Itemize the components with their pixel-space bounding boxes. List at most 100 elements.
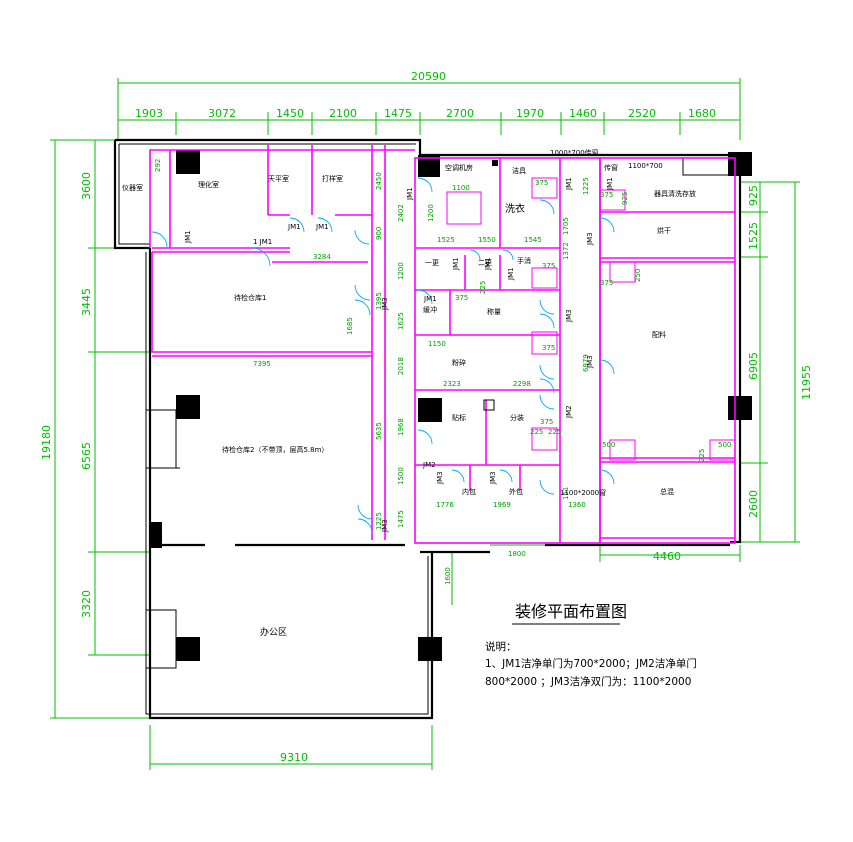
door-jm1-h: JM1 xyxy=(484,257,492,271)
dim-2450: 2450 xyxy=(375,172,383,190)
dim-1600: 1600 xyxy=(444,567,452,585)
door-jm3-c: JM3 xyxy=(565,309,573,323)
room-labels: 仪器室 理化室 天平室 打样室 空调机房 洁具 洗衣 待检仓库1 待检仓库2（不… xyxy=(122,163,696,638)
notes-heading: 说明： xyxy=(485,640,517,653)
dim-225c: 225 xyxy=(479,281,487,294)
door-jm1-g: JM1 xyxy=(452,257,460,271)
room-warehouse2: 待检仓库2（不带顶，层高5.8m） xyxy=(222,445,328,454)
bottom-dimensions: 9310 4460 1800 1600 xyxy=(149,544,741,770)
room-change1: 一更 xyxy=(425,259,439,267)
dim-375e: 375 xyxy=(600,279,613,287)
dim-2100: 2100 xyxy=(329,107,357,120)
dim-6905: 6905 xyxy=(747,352,760,380)
dim-1460: 1460 xyxy=(569,107,597,120)
dim-225b: 225 xyxy=(548,428,561,436)
column-6 xyxy=(728,396,752,420)
room-drying: 烘干 xyxy=(657,226,671,235)
dim-1525: 1525 xyxy=(747,222,760,250)
door-jm1-f: JM1 xyxy=(423,295,437,303)
column-1 xyxy=(176,150,200,174)
dim-1500: 1500 xyxy=(397,467,405,485)
door-jm1-d: 1 JM1 xyxy=(253,238,272,246)
dim-9310: 9310 xyxy=(280,751,308,764)
door-jm2-b: JM2 xyxy=(565,405,573,419)
room-warehouse1: 待检仓库1 xyxy=(234,293,266,302)
notes-line-2: 800*2000 ；JM3洁净双门为：1100*2000 xyxy=(485,675,691,688)
dim-19180: 19180 xyxy=(40,425,53,460)
door-jm3-d: JM3 xyxy=(586,232,594,246)
dim-151: 151 xyxy=(562,487,570,500)
notes-line-1: 1、JM1洁净单门为700*2000；JM2洁净单门 xyxy=(485,657,697,670)
column-5 xyxy=(418,398,442,422)
dim-1800: 1800 xyxy=(508,550,526,558)
room-cosmetic: 理化室 xyxy=(198,180,219,189)
dim-2520: 2520 xyxy=(628,107,656,120)
dim-2018: 2018 xyxy=(397,357,405,375)
room-wash: 洗衣 xyxy=(505,202,525,215)
door-jm1-b: JM1 xyxy=(287,223,301,231)
dim-7395: 7395 xyxy=(253,360,271,368)
door-swings xyxy=(151,177,615,534)
dim-2323: 2323 xyxy=(443,380,461,388)
drawing-notes: 装修平面布置图 说明： 1、JM1洁净单门为700*2000；JM2洁净单门 8… xyxy=(485,602,697,688)
dim-925: 925 xyxy=(621,192,629,205)
dim-1450: 1450 xyxy=(276,107,304,120)
dim-375c: 375 xyxy=(540,418,553,426)
dim-375d: 375 xyxy=(600,191,613,199)
room-buffer: 缓冲 xyxy=(423,305,437,314)
room-hvac: 空调机房 xyxy=(445,163,473,172)
door-jm1-i: JM1 xyxy=(507,267,515,281)
column-7 xyxy=(150,522,162,548)
room-labeling: 贴标 xyxy=(452,413,466,422)
dim-3072: 3072 xyxy=(208,107,236,120)
door-jm3-a: JM3 xyxy=(381,297,389,311)
dim-1545: 1545 xyxy=(524,236,542,244)
dim-3284: 3284 xyxy=(313,253,331,261)
dim-500a: 500 xyxy=(602,441,615,449)
room-balance: 天平室 xyxy=(268,174,289,183)
dim-1903: 1903 xyxy=(135,107,163,120)
column-3 xyxy=(728,152,752,176)
room-weighing: 称量 xyxy=(487,307,501,316)
room-handwash: 手消 xyxy=(517,256,531,265)
room-office: 办公区 xyxy=(260,626,287,638)
dim-1100: 1100 xyxy=(452,184,470,192)
dim-1395: 1395 xyxy=(375,292,383,310)
room-inner-pack: 内包 xyxy=(462,487,476,496)
room-packing: 总混 xyxy=(660,487,674,496)
dim-1685: 1685 xyxy=(346,317,354,335)
door-jm3-e: JM3 xyxy=(586,355,594,369)
dim-2700: 2700 xyxy=(446,107,474,120)
dim-6879: 6879 xyxy=(582,354,590,372)
drawing-title: 装修平面布置图 xyxy=(515,602,627,621)
dim-1225: 1225 xyxy=(582,177,590,195)
dim-4460: 4460 xyxy=(653,550,681,563)
dim-2298: 2298 xyxy=(513,380,531,388)
door-jm3-g: JM3 xyxy=(489,471,497,485)
dim-1525: 1525 xyxy=(437,236,455,244)
dim-375a: 375 xyxy=(535,179,548,187)
dim-500b: 500 xyxy=(718,441,731,449)
dim-11955: 11955 xyxy=(800,365,813,400)
dim-1200a: 1200 xyxy=(427,204,435,222)
dim-3445: 3445 xyxy=(80,288,93,316)
room-crush: 粉碎 xyxy=(452,358,466,367)
left-dimensions: 19180 3600 3445 6565 3320 xyxy=(40,139,150,719)
door-jm1-j: JM1 xyxy=(565,177,573,191)
dim-375g: 375 xyxy=(542,344,555,352)
column-4 xyxy=(176,395,200,419)
dim-2600: 2600 xyxy=(747,490,760,518)
room-instrument: 仪器室 xyxy=(122,183,143,192)
dim-1968: 1968 xyxy=(397,418,405,436)
door-jm2-a: JM2 xyxy=(422,461,436,469)
door-1100x2000: 1100*2000窗 xyxy=(560,488,606,497)
columns xyxy=(150,150,752,661)
dim-1970: 1970 xyxy=(516,107,544,120)
room-mixing: 配料 xyxy=(652,330,666,339)
room-tools: 洁具 xyxy=(512,166,526,175)
dim-1475: 1475 xyxy=(397,510,405,528)
column-9 xyxy=(418,637,442,661)
door-labels: JM1 JM1 JM1 1 JM1 JM1 JM1 JM1 JM1 JM1 JM… xyxy=(184,148,663,533)
dim-225d: 225 xyxy=(698,449,706,462)
room-printing: 打样室 xyxy=(322,174,343,183)
